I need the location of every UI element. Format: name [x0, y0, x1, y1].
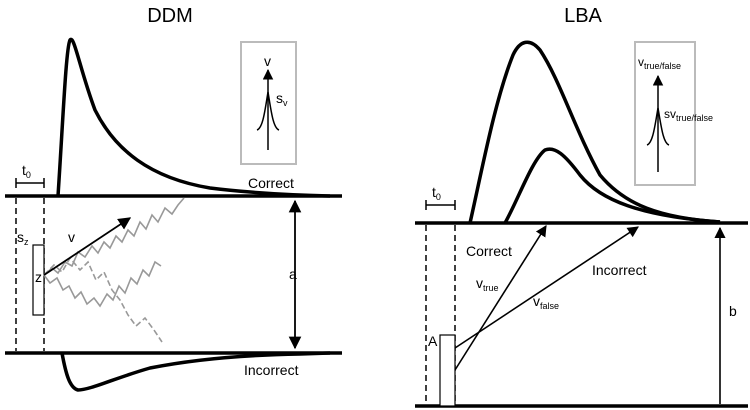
lba-inset-spread-label: svtrue/false: [664, 107, 713, 123]
lba-nondecision-label: t0: [432, 184, 441, 202]
lba-incorrect-rt-distribution: [503, 147, 721, 224]
ddm-sample-path-2: [43, 260, 162, 308]
lba-threshold-label: b: [729, 303, 737, 319]
ddm-inset-drift-label: v: [264, 53, 271, 69]
lba-incorrect-label: Incorrect: [592, 262, 647, 278]
lba-title: LBA: [564, 5, 602, 27]
lba-inset-drift-label: vtrue/false: [638, 55, 681, 71]
lba-true-drift-arrow: [454, 225, 547, 371]
ddm-nondecision-label: t0: [22, 162, 31, 180]
lba-inset-distribution: [646, 107, 670, 146]
lba-start-range-box: [439, 334, 456, 407]
ddm-sample-path-1: [43, 197, 185, 276]
lba-correct-rt-distribution: [468, 40, 721, 224]
ddm-start-point-label: z: [35, 269, 42, 285]
lba-true-drift-label: vtrue: [476, 275, 499, 293]
lba-start-range-label: A: [428, 333, 438, 349]
ddm-drift-variability-inset: v sv: [240, 41, 297, 165]
ddm-title: DDM: [147, 5, 193, 27]
lba-nondecision-bracket: [425, 200, 456, 210]
ddm-start-variability-label: sz: [17, 229, 29, 247]
ddm-start-range-box: [32, 244, 45, 316]
ddm-sample-path-3: [43, 256, 163, 343]
ddm-drift-arrow: [43, 217, 132, 276]
ddm-correct-label: Correct: [248, 175, 294, 191]
ddm-correct-rt-distribution: [56, 37, 331, 198]
ddm-sample-paths: [43, 197, 185, 343]
lba-panel: LBA t0 A Correct Incorrect vtrue vfalse …: [415, 5, 748, 408]
lba-drift-variability-inset: vtrue/false svtrue/false: [634, 41, 713, 186]
ddm-separation-label: a: [289, 266, 297, 282]
lba-inset-frame: [634, 41, 696, 186]
lba-false-drift-arrow: [454, 226, 639, 349]
lba-correct-label: Correct: [466, 243, 512, 259]
lba-false-drift-label: vfalse: [533, 293, 559, 311]
ddm-inset-spread-label: sv: [276, 90, 288, 108]
ddm-inset-distribution: [256, 91, 280, 131]
ddm-incorrect-rt-distribution: [60, 351, 331, 392]
ddm-incorrect-label: Incorrect: [244, 362, 299, 378]
ddm-panel: DDM t0 sz z v a: [5, 5, 342, 392]
ddm-nondecision-bracket: [15, 178, 45, 188]
ddm-drift-label: v: [68, 229, 75, 245]
